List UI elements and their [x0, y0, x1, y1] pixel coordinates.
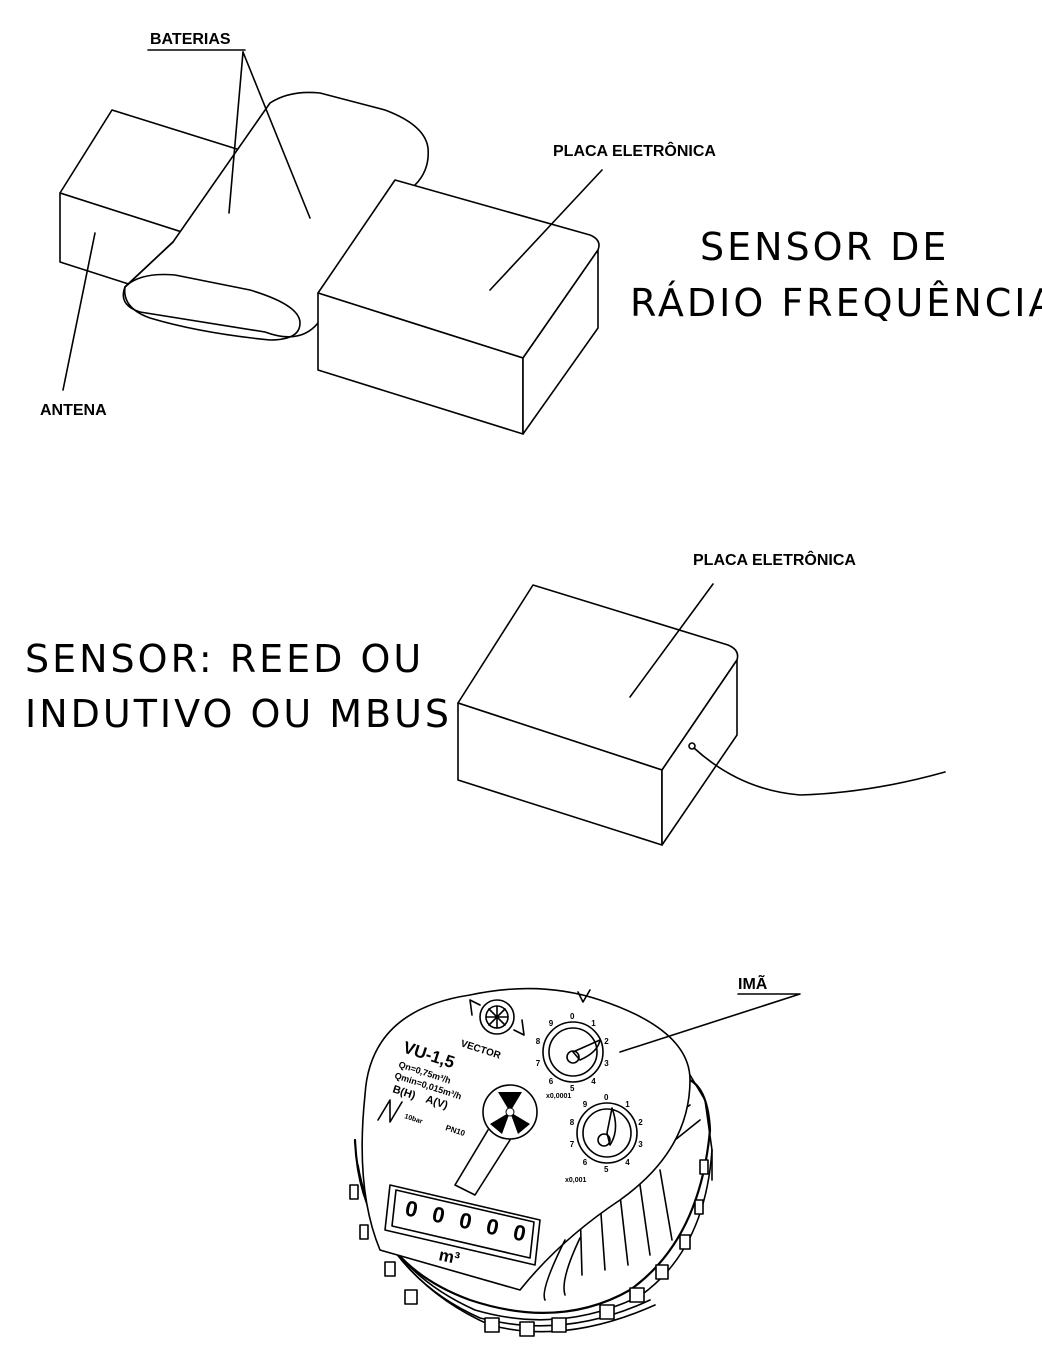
placa-label-mid: PLACA ELETRÔNICA: [693, 550, 856, 569]
rf-sensor-title-line1: SENSOR DE: [700, 225, 949, 269]
dial-number: 0: [604, 1093, 609, 1102]
dial-number: 6: [583, 1158, 588, 1167]
dial-number: 7: [536, 1059, 541, 1068]
placa-leader-top: [489, 169, 603, 291]
flow-arrow-icon: [377, 1099, 403, 1123]
sensor-cable: [693, 747, 946, 796]
counter-digit: 0: [511, 1219, 528, 1246]
reed-title-line1: SENSOR: REED OU: [25, 637, 424, 681]
electronic-board-top: [317, 179, 600, 435]
counter-digit: 0: [430, 1201, 447, 1228]
antena-leader: [62, 232, 96, 391]
counter-digit: 0: [403, 1195, 420, 1222]
dial-number: 3: [638, 1140, 643, 1149]
dial-number: 1: [591, 1019, 596, 1028]
dial-number: 0: [570, 1012, 575, 1021]
dial-2: x0,001: [565, 1102, 638, 1184]
dial-number: 8: [570, 1118, 575, 1127]
dial-number: 4: [625, 1158, 630, 1167]
brand-logo: [469, 999, 525, 1036]
rf-sensor-assembly: BATERIAS PLACA ELETRÔNICA ANTENA SENSOR …: [40, 31, 1042, 435]
battery-pack: [122, 91, 430, 341]
dial-number: 4: [591, 1077, 596, 1086]
ima-label: IMÃ: [738, 973, 768, 993]
dial-1-label: x0,0001: [546, 1093, 571, 1100]
dial-number: 3: [604, 1059, 609, 1068]
dial-number: 9: [549, 1019, 554, 1028]
placa-leader-mid: [629, 583, 714, 698]
dial-number: 6: [549, 1077, 554, 1086]
meter-strip: [454, 1129, 511, 1196]
counter-digit: 0: [457, 1207, 474, 1234]
meter-clip: [543, 1237, 581, 1301]
dial-number: 1: [625, 1100, 630, 1109]
ima-leader: [619, 993, 801, 1053]
dial-1: x0,0001: [542, 1021, 604, 1100]
dial-number: 2: [604, 1037, 609, 1046]
reed-title-line2: INDUTIVO OU MBUS: [25, 692, 452, 736]
rf-sensor-title-line2: RÁDIO FREQUÊNCIA: [630, 281, 1042, 325]
baterias-leader-1: [228, 51, 244, 214]
dial-number: 2: [638, 1118, 643, 1127]
baterias-leader-2: [242, 51, 311, 219]
star-wheel-icon: [482, 1084, 538, 1140]
dial-number: 5: [570, 1084, 575, 1093]
dial-number: 7: [570, 1140, 575, 1149]
dial-number: 8: [536, 1037, 541, 1046]
cable-connector: [688, 742, 696, 750]
meter-unit: m³: [437, 1245, 462, 1268]
reed-sensor-assembly: PLACA ELETRÔNICA SENSOR: REED OU INDUTIV…: [25, 550, 946, 846]
counter-digit: 0: [484, 1213, 501, 1240]
placa-label-top: PLACA ELETRÔNICA: [553, 141, 716, 160]
dial-number: 5: [604, 1165, 609, 1174]
dial-2-label: x0,001: [565, 1177, 587, 1184]
water-meter: VECTOR VU-1,5 Qn=0,75m³/h Qmin=0,015m³/h…: [349, 987, 713, 1337]
meter-notch: [577, 989, 591, 1003]
dial-number: 9: [583, 1100, 588, 1109]
baterias-label: BATERIAS: [150, 31, 231, 48]
antena-label: ANTENA: [40, 402, 107, 419]
